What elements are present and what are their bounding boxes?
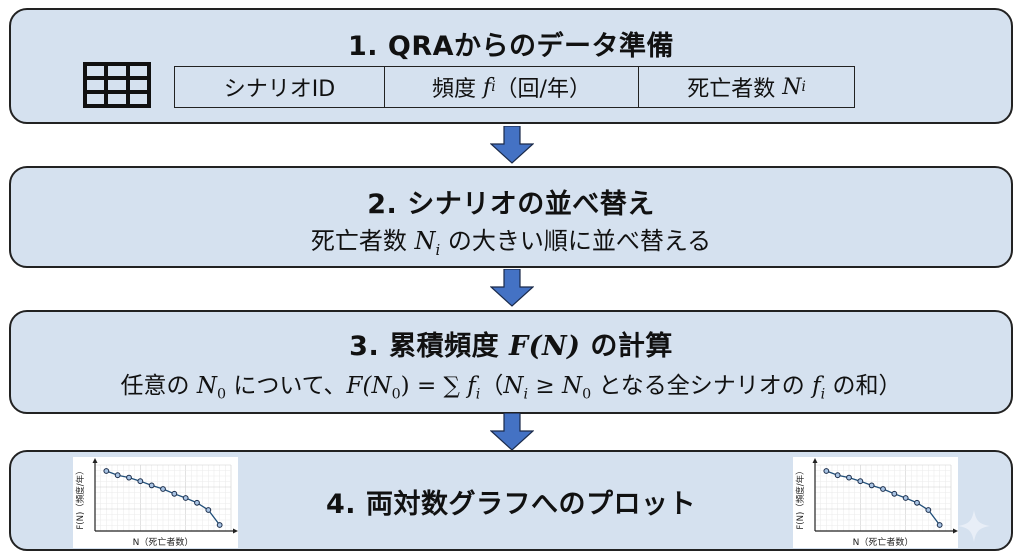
data-point [902,495,909,501]
step-4-box: N（死亡者数） F(N)（頻度/年） 4. 両対数グラフへのプロット N（死亡者数… [9,450,1013,551]
desc-text: について、 [233,373,347,399]
x-axis-label: N（死亡者数） [133,536,194,548]
data-point [182,495,189,501]
down-arrow-icon [490,413,534,451]
step-1-title: 1. QRAからのデータ準備 [347,31,675,62]
frequency-sub: i [491,79,496,95]
data-point [194,499,200,506]
frequency-var: f [483,74,492,100]
data-point [160,486,166,492]
desc-var: N [414,227,436,255]
data-point [857,478,864,485]
down-arrow-icon [490,269,534,307]
fn-curve-thumbnail-left: N（死亡者数） F(N)（頻度/年） [73,457,238,548]
desc-text: 任意の [120,373,190,399]
x-axis-arrow-icon [953,528,958,534]
data-point [103,468,110,474]
desc-var: N [561,373,583,399]
x-axis-label: N（死亡者数） [853,536,914,548]
fn-curve-thumbnail-right: N（死亡者数） F(N)（頻度/年） [793,457,958,548]
data-point [823,468,830,474]
y-axis-label: F(N)（頻度/年） [795,466,806,529]
desc-var: f [812,373,821,399]
title-math: F(N) [509,331,581,362]
desc-var: N [503,373,524,399]
y-axis-arrow-icon [92,458,98,463]
desc-sub: 0 [582,386,592,403]
step-4-title: 4. 両対数グラフへのプロット [326,489,696,520]
desc-text: （ [480,373,504,399]
data-point [205,507,212,513]
desc-sub: i [523,386,529,403]
desc-text: となる全シナリオの [598,373,805,399]
step-2-box: 2. シナリオの並べ替え 死亡者数 Ni の大きい順に並べ替える [9,166,1013,268]
down-arrow-icon [490,126,534,164]
title-text: 3. 累積頻度 [349,331,500,362]
data-point [880,486,886,492]
desc-text: の大きい順に並べ替える [447,227,712,255]
desc-text: 死亡者数 [310,227,407,255]
y-axis-arrow-icon [812,458,818,463]
desc-var: N [196,373,217,399]
step-3-description: 任意の N0 について、F(N0) = ∑ fi（Ni ≥ N0 となる全シナリ… [11,366,1011,403]
y-axis-label: F(N)（頻度/年） [75,466,86,529]
sparkle-icon [958,510,990,542]
frequency-label: 頻度 [432,77,477,102]
desc-sub: i [820,386,826,403]
step-3-title: 3. 累積頻度 F(N) の計算 [11,324,1011,363]
desc-sub: 0 [391,386,401,403]
fatalities-var: N [782,74,802,100]
data-point [216,522,223,528]
desc-sub: i [475,386,481,403]
desc-math: ) = ∑ [400,373,460,399]
step-3-box: 3. 累積頻度 F(N) の計算 任意の N0 について、F(N0) = ∑ f… [9,310,1013,414]
data-point [914,499,920,506]
data-point [846,474,852,481]
desc-math: ≥ [528,373,562,399]
frequency-unit: （回/年） [495,77,591,102]
data-point [891,490,898,497]
data-point [126,474,132,481]
x-axis-arrow-icon [233,528,238,534]
data-point [137,478,144,485]
header-scenario-id: シナリオID [175,67,385,107]
data-point [868,482,875,489]
data-point [114,472,121,479]
step-2-description: 死亡者数 Ni の大きい順に並べ替える [11,221,1011,259]
data-point [834,472,841,479]
desc-var: F(N [346,373,392,399]
data-point [925,507,932,513]
fatalities-label: 死亡者数 [687,77,776,102]
fatalities-sub: i [801,79,806,95]
desc-sub: 0 [216,386,227,403]
data-point [148,482,155,489]
data-point [171,490,178,497]
title-text: の計算 [590,331,673,362]
desc-text: の和） [832,373,902,399]
desc-var: f [467,373,476,399]
data-point [936,522,943,528]
desc-sub: i [435,240,441,259]
step-2-title: 2. シナリオの並べ替え [367,189,655,220]
table-grid-icon [83,62,151,108]
